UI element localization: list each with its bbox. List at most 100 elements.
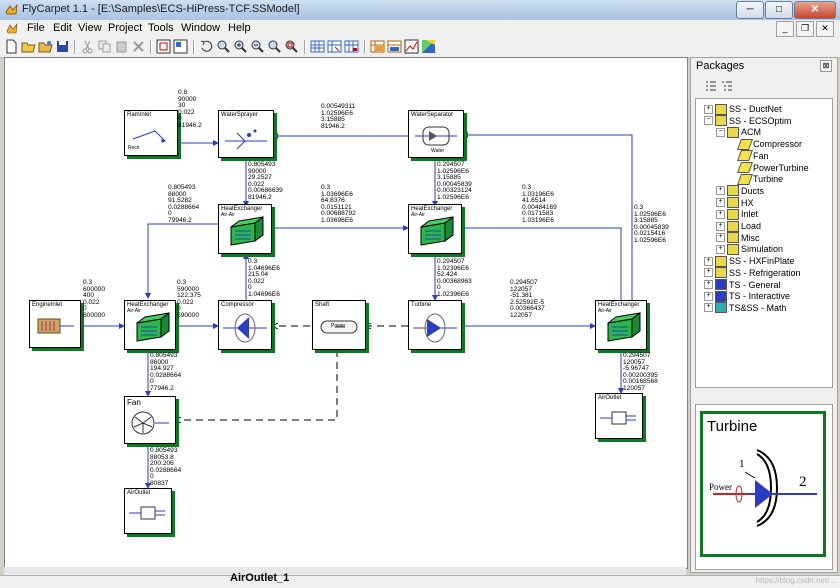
expand-icon[interactable]: + (716, 209, 725, 219)
zoom-pan-icon[interactable] (216, 39, 231, 54)
tree-item[interactable]: +Load (716, 220, 761, 232)
heat-exchanger-icon (136, 312, 170, 342)
expand-icon[interactable]: + (704, 104, 713, 114)
mdi-minimize-button[interactable]: _ (776, 21, 794, 37)
zoom-out-icon[interactable] (250, 39, 265, 54)
stream-values-mid-right: 0.3 1.03196E6 41.6514 0.00484169 0.01715… (522, 184, 557, 224)
table-report-icon[interactable] (344, 39, 359, 54)
stream-values-mid: 0.3 1.03696E6 64.8376 0.0151121 0.006887… (321, 184, 356, 224)
menu-project[interactable]: Project (108, 22, 143, 34)
menu-bar: File Edit View Project Tools Window Help (0, 20, 840, 37)
model-canvas[interactable]: RamInlet Recir WaterSprayer WaterSeparat… (4, 57, 688, 569)
stream-values-hx-top-left: 0.805493 88000 91.5282 0.0288664 0 79946… (168, 184, 200, 224)
tree-item[interactable]: Compressor (728, 138, 802, 150)
run-icon[interactable] (370, 39, 385, 54)
tree-item[interactable]: +Ducts (716, 185, 764, 197)
table-edit-icon[interactable] (327, 39, 342, 54)
expand-icon[interactable]: + (716, 221, 725, 231)
tree-item[interactable]: +Misc (716, 232, 760, 244)
tree-item[interactable]: +HX (716, 197, 754, 209)
minimize-button[interactable]: ─ (736, 1, 764, 19)
heat-exchanger-right-block[interactable]: HeatExchanger Air-Air (408, 204, 462, 254)
plot-icon[interactable] (404, 39, 419, 54)
zoom-in-icon[interactable] (233, 39, 248, 54)
mdi-restore-button[interactable]: ❐ (796, 21, 814, 37)
stream-values-turbine-out: 0.294507 122057 -51.381 2.52592E-5 0.003… (510, 279, 545, 319)
menu-tools[interactable]: Tools (148, 22, 174, 34)
tree-item[interactable]: +SS - HXFinPlate (704, 255, 795, 267)
tree-item[interactable]: +SS - Refrigeration (704, 267, 801, 279)
expand-icon[interactable]: + (716, 186, 725, 196)
heat-exchanger-left-block[interactable]: HeatExchanger Air-Air (124, 300, 176, 350)
layout-view-icon[interactable] (173, 39, 188, 54)
preview-title: Turbine (707, 418, 758, 435)
compressor-label: Compressor (221, 302, 254, 308)
packages-close-button[interactable]: ⊠ (820, 60, 832, 72)
package-book-icon (715, 279, 727, 290)
list-view-icon[interactable] (705, 80, 717, 92)
mdi-doc-icon[interactable] (6, 23, 18, 34)
save-icon[interactable] (55, 39, 70, 54)
turbine-block[interactable]: Turbine (408, 300, 462, 350)
close-button[interactable]: ✕ (794, 1, 836, 19)
fan-block[interactable]: Fan (124, 396, 176, 444)
rotate-icon[interactable] (199, 39, 214, 54)
menu-file[interactable]: File (27, 22, 45, 34)
expand-icon[interactable]: + (716, 198, 725, 208)
tree-item-label: Turbine (753, 174, 784, 185)
compressor-block[interactable]: Compressor (218, 300, 272, 350)
menu-help[interactable]: Help (228, 22, 251, 34)
expand-icon[interactable]: + (704, 291, 713, 301)
horizontal-scrollbar[interactable] (4, 567, 686, 575)
tree-item[interactable]: +Inlet (716, 208, 758, 220)
heat-exchanger-far-block[interactable]: HeatExchanger Air-Air (595, 300, 647, 350)
cut-icon[interactable] (80, 39, 95, 54)
tree-item[interactable]: +TS - General (704, 279, 781, 291)
tree-item[interactable]: +TS - Interactive (704, 290, 790, 302)
air-outlet-left-block[interactable]: AirOutlet (124, 488, 172, 534)
tree-item[interactable]: −SS - ECSOptim (704, 115, 792, 127)
grid-view-icon[interactable] (156, 39, 171, 54)
ram-inlet-label: RamInlet (127, 112, 152, 118)
tree-item[interactable]: +SS - DuctNet (704, 103, 782, 115)
simulate-icon[interactable] (387, 39, 402, 54)
heat-exchanger-mid-block[interactable]: HeatExchanger Air-Air (218, 204, 272, 254)
package-book-icon (736, 150, 754, 162)
paste-icon[interactable] (114, 39, 129, 54)
menu-view[interactable]: View (78, 22, 102, 34)
detail-view-icon[interactable] (721, 80, 733, 92)
tree-item[interactable]: Turbine (728, 173, 783, 185)
water-separator-block[interactable]: WaterSeparator Water (408, 110, 464, 158)
ram-inlet-block[interactable]: RamInlet Recir (124, 110, 178, 156)
table-icon[interactable] (310, 39, 325, 54)
expand-icon[interactable]: + (704, 268, 713, 278)
color-map-icon[interactable] (421, 39, 436, 54)
tree-item[interactable]: +Simulation (716, 243, 783, 255)
menu-window[interactable]: Window (181, 22, 221, 34)
expand-icon[interactable]: + (716, 233, 725, 243)
mdi-close-button[interactable]: ✕ (816, 21, 834, 37)
open-folder-alt-icon[interactable] (38, 39, 53, 54)
menu-edit[interactable]: Edit (53, 22, 72, 34)
copy-icon[interactable] (97, 39, 112, 54)
shaft-block[interactable]: Shaft Power (312, 300, 366, 350)
collapse-icon[interactable]: − (716, 127, 725, 137)
expand-icon[interactable]: + (704, 256, 713, 266)
expand-icon[interactable]: + (704, 280, 713, 289)
tree-item[interactable]: PowerTurbine (728, 162, 809, 174)
new-file-icon[interactable] (4, 39, 19, 54)
engine-inlet-block[interactable]: EngineInlet (29, 300, 81, 348)
maximize-button[interactable]: □ (765, 1, 793, 19)
air-outlet-right-block[interactable]: AirOutlet (595, 393, 643, 439)
zoom-fit-icon[interactable] (267, 39, 282, 54)
water-sprayer-block[interactable]: WaterSprayer (218, 110, 274, 158)
tree-item[interactable]: −ACM (716, 126, 761, 138)
zoom-window-icon[interactable] (284, 39, 299, 54)
expand-icon[interactable]: + (716, 244, 725, 254)
delete-icon[interactable] (131, 39, 146, 54)
tree-item[interactable]: +TS&SS - Math (704, 302, 787, 314)
expand-icon[interactable]: + (704, 303, 713, 313)
collapse-icon[interactable]: − (704, 116, 713, 126)
open-folder-icon[interactable] (21, 39, 36, 54)
tree-item[interactable]: Fan (728, 150, 769, 162)
